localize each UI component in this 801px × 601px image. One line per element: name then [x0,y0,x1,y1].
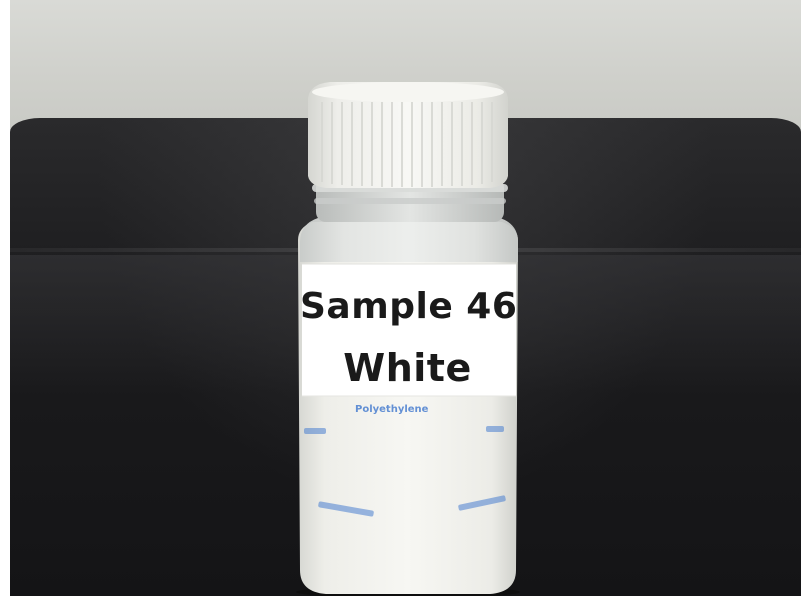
label-line-color: White [343,346,472,390]
label-line-sample-number: Sample 46 [300,286,518,327]
left-border [0,0,10,601]
bottom-border [0,596,801,601]
printed-material-text: Polyethylene [355,404,429,415]
